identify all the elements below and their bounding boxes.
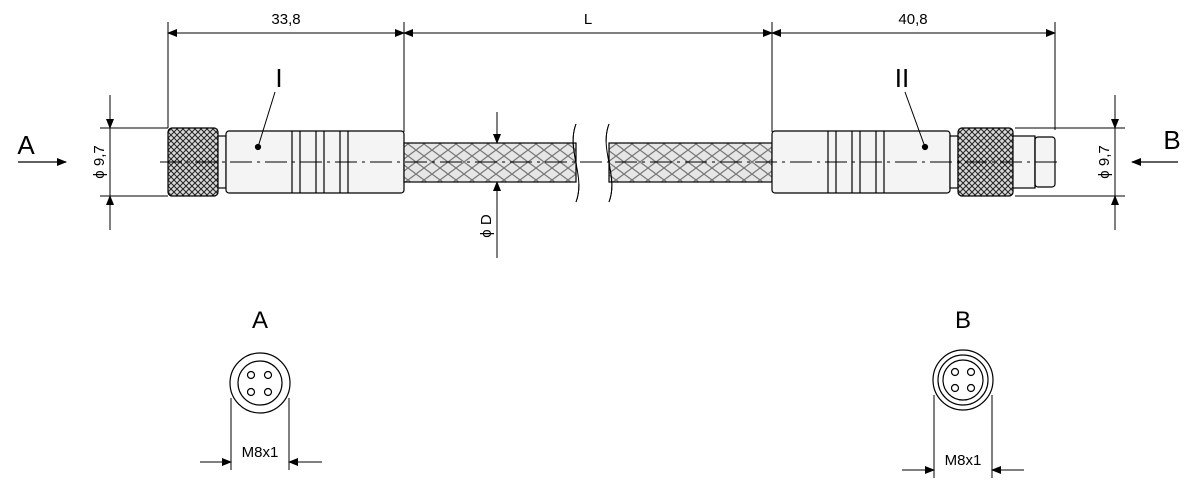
- connector-left: [167, 91, 405, 197]
- view-a-face: [200, 352, 322, 470]
- view-b-arrow-label: B: [1163, 125, 1180, 155]
- connector-right: [771, 91, 1056, 197]
- pin-b-1: [950, 367, 960, 377]
- dim-right-length: 40,8: [898, 11, 927, 28]
- face-a-outer: [229, 352, 291, 414]
- view-a-arrow-label: A: [17, 130, 35, 160]
- right-diameter-label: ϕ 9,7: [1096, 145, 1113, 178]
- connector-1-label: I: [275, 63, 282, 93]
- cable-diameter-label: ϕ D: [478, 214, 495, 238]
- leader-line-right: [904, 91, 926, 148]
- pin-a-2: [263, 370, 273, 380]
- view-b-title: B: [955, 307, 971, 334]
- leader-line-left: [257, 91, 276, 148]
- connector-2-label: II: [895, 63, 909, 93]
- dim-left-length: 33,8: [271, 11, 300, 28]
- view-b-face: [902, 349, 1024, 478]
- right-diameter-dimension: [1015, 95, 1125, 230]
- left-diameter-dimension: [100, 95, 168, 230]
- left-diameter-label: ϕ 9,7: [91, 145, 108, 178]
- face-b-mid: [937, 354, 989, 406]
- thread-a-label: M8x1: [242, 444, 279, 461]
- cable-braid-right: [608, 142, 773, 183]
- face-b-inner: [942, 359, 984, 401]
- break-line-left-top: [572, 123, 580, 203]
- dim-cable-length: L: [584, 11, 592, 28]
- pin-b-3: [950, 383, 960, 393]
- pin-b-4: [966, 383, 976, 393]
- face-a-inner: [237, 360, 283, 406]
- break-line-right-top: [605, 123, 613, 203]
- break-gap: [577, 142, 608, 184]
- top-dimensions: [167, 22, 1056, 132]
- cable: [403, 123, 773, 203]
- thread-b-label: M8x1: [945, 452, 982, 469]
- pin-a-3: [246, 387, 256, 397]
- pin-a-4: [263, 387, 273, 397]
- face-b-outer: [932, 349, 994, 411]
- pin-a-1: [246, 370, 256, 380]
- pin-b-2: [966, 367, 976, 377]
- view-a-title: A: [252, 307, 268, 334]
- cable-braid-left: [403, 142, 577, 183]
